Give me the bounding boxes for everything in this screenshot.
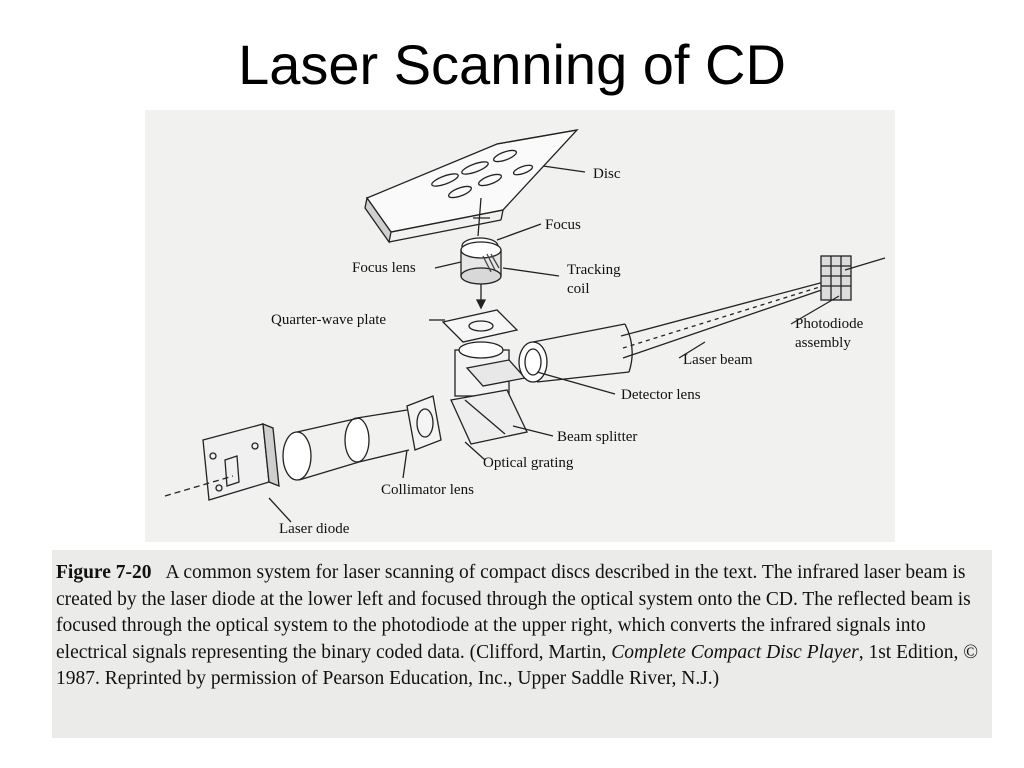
disc-shape (364, 129, 579, 244)
caption-text-part-1: A common system for laser scanning of co… (56, 562, 971, 663)
label-focus-lens: Focus lens (352, 260, 416, 276)
label-optical-grating: Optical grating (483, 455, 574, 471)
quarter-wave-plate-shape (441, 309, 519, 343)
focus-lens-shape (460, 237, 502, 285)
beam-splitter-shape (450, 341, 528, 445)
figure-number: Figure 7-20 (56, 562, 152, 583)
label-tracking: Tracking (567, 262, 621, 278)
caption-book-title: Complete Compact Disc Player (611, 641, 859, 663)
label-laser-beam: Laser beam (683, 352, 753, 368)
figure-diagram: Disc Focus Focus lens Tracking coil Quar… (145, 110, 895, 542)
optical-grating-shape (406, 395, 442, 451)
label-beam-splitter: Beam splitter (557, 429, 637, 445)
label-coil: coil (567, 281, 590, 297)
label-photodiode: Photodiode (795, 316, 864, 332)
label-detector-lens: Detector lens (621, 387, 701, 403)
label-disc: Disc (593, 166, 621, 182)
slide-title: Laser Scanning of CD (238, 33, 786, 96)
label-collimator-lens: Collimator lens (381, 482, 474, 498)
caption-text-part-2: , 1st Edition, © 1987. Reprinted by perm… (56, 641, 979, 690)
collimator-lens-shape (282, 409, 410, 481)
label-quarter-wave-plate: Quarter-wave plate (271, 312, 386, 328)
label-laser-diode: Laser diode (279, 521, 350, 537)
label-focus: Focus (545, 217, 581, 233)
photodiode-assembly-shape (820, 255, 886, 301)
laser-scanning-diagram: Disc Focus Focus lens Tracking coil Quar… (164, 129, 886, 537)
label-assembly: assembly (795, 335, 851, 351)
laser-diode-shape (164, 422, 280, 501)
detector-lens-shape (518, 323, 633, 383)
laser-beam-lines (620, 277, 840, 359)
